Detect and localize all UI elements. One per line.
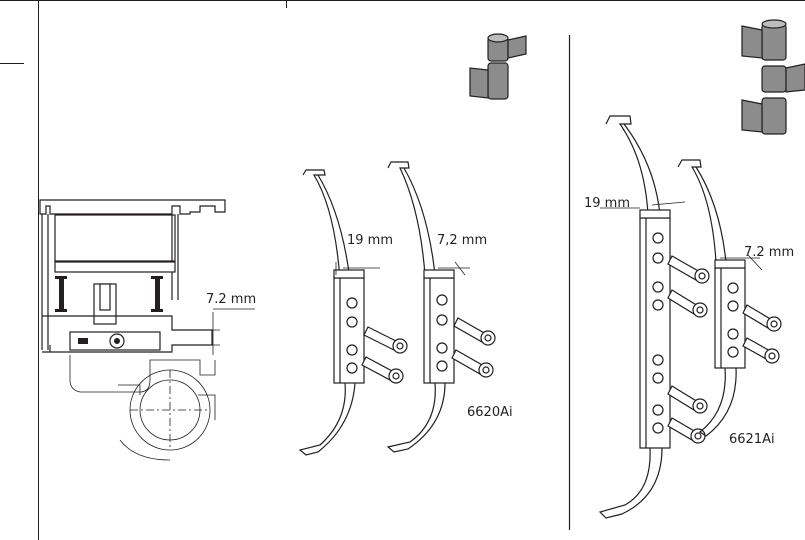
model-label-6620ai: 6620Ai	[467, 405, 513, 420]
two-part-hinge-icon	[469, 33, 527, 100]
long-hinge-plate-assembly	[598, 115, 710, 519]
right-plate-gap-label: 7.2 mm	[744, 245, 794, 260]
left-plate-offset-label: 19 mm	[347, 233, 393, 248]
left-plate-gap-label: 7,2 mm	[437, 233, 487, 248]
profile-cross-section	[39, 199, 255, 461]
hinge-plate-assembly-a	[298, 169, 408, 456]
model-label-6621ai: 6621Ai	[729, 432, 775, 447]
hinge-plate-assembly-b	[386, 161, 496, 453]
short-hinge-plate-assembly	[677, 159, 782, 437]
right-plate-offset-label: 19 mm	[584, 196, 630, 211]
three-part-hinge-icon	[741, 19, 805, 135]
profile-gap-dimension-label: 7.2 mm	[206, 292, 256, 307]
